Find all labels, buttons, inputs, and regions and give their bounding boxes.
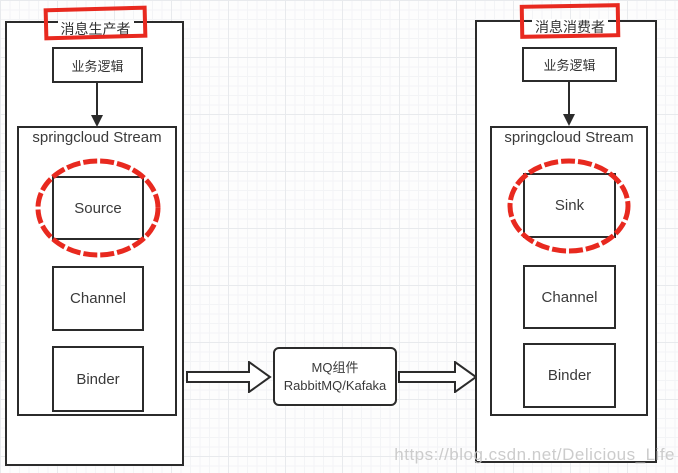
producer-binder-box: Binder	[52, 346, 144, 412]
producer-stream-label: springcloud Stream	[32, 129, 162, 146]
consumer-down-arrow-icon	[563, 82, 575, 126]
consumer-stream-label: springcloud Stream	[504, 129, 634, 146]
producer-binder-label: Binder	[76, 370, 120, 388]
mq-line2: RabbitMQ/Kafaka	[283, 377, 387, 393]
producer-source-box: Source	[52, 176, 144, 240]
consumer-channel-label: Channel	[541, 288, 598, 306]
producer-down-arrow-icon	[91, 83, 103, 127]
producer-channel-box: Channel	[52, 266, 144, 331]
watermark-text: https://blog.csdn.net/Delicious_Life	[394, 445, 675, 464]
producer-title-highlight-rect	[43, 5, 148, 41]
consumer-sink-box: Sink	[523, 173, 616, 238]
mq-component-label: MQ组件 RabbitMQ/Kafaka	[273, 347, 397, 406]
consumer-business-logic-box: 业务逻辑	[522, 47, 617, 82]
mq-line1: MQ组件	[311, 359, 359, 375]
consumer-channel-box: Channel	[523, 265, 616, 329]
mq-to-consumer-block-arrow-icon	[398, 361, 478, 393]
consumer-sink-label: Sink	[554, 197, 585, 214]
producer-business-logic-label: 业务逻辑	[71, 58, 124, 74]
producer-source-label: Source	[74, 199, 122, 217]
consumer-binder-label: Binder	[547, 367, 592, 384]
consumer-title: 消息消费者	[520, 17, 620, 37]
consumer-business-logic-label: 业务逻辑	[543, 58, 596, 73]
producer-to-mq-block-arrow-icon	[186, 361, 272, 393]
consumer-title-highlight-rect	[519, 3, 621, 39]
producer-channel-label: Channel	[70, 290, 126, 307]
producer-title: 消息生产者	[44, 19, 147, 39]
producer-business-logic-box: 业务逻辑	[52, 47, 143, 83]
mq-component-box	[273, 347, 397, 406]
consumer-binder-box: Binder	[523, 343, 616, 408]
